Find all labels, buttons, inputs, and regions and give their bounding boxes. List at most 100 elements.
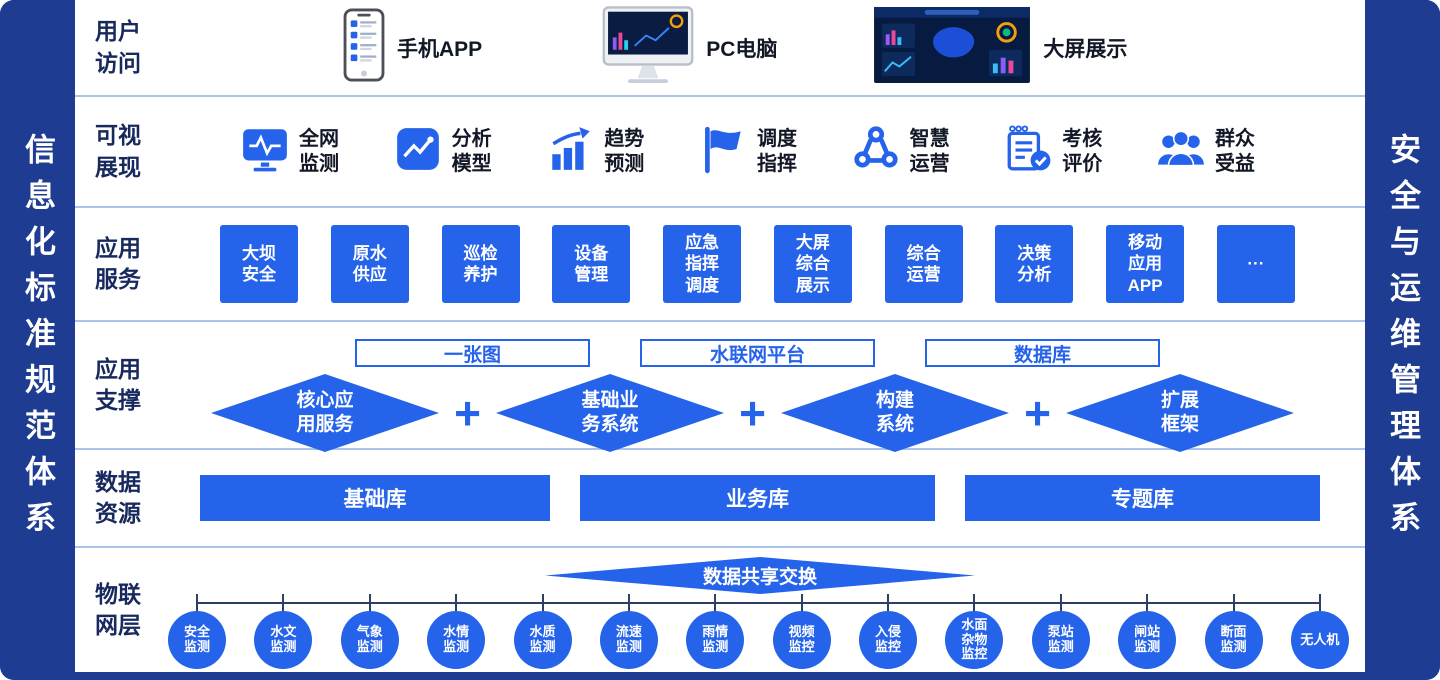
basic-business-diamond: 基础业 务系统	[496, 374, 724, 452]
iot-node-circle: 断面 监测	[1204, 611, 1263, 669]
iot-node-circle: 水文 监测	[254, 611, 313, 669]
app-service-tile: 应急 指挥 调度	[663, 225, 742, 303]
visual-item-smart-operation: 智慧 运营	[851, 124, 950, 179]
connector-tick	[368, 594, 371, 611]
bigscreen-item: 大屏展示	[873, 7, 1127, 88]
diamond-label: 基础业 务系统	[581, 390, 639, 435]
iot-node-circle: 水质 监测	[513, 611, 572, 669]
iot-node-label: 入侵 监控	[874, 624, 901, 654]
diamond-label: 构建 系统	[875, 390, 914, 435]
row-label-app-services: 应用 服务	[95, 234, 141, 292]
business-db-bar: 业务库	[580, 475, 935, 521]
app-service-tile: 大屏 综合 展示	[773, 225, 852, 303]
extension-framework-diamond: 扩展 框架	[1066, 374, 1294, 452]
iot-node-label: 无人机	[1300, 631, 1340, 647]
connector-tick	[1318, 594, 1321, 611]
connector-tick	[1146, 594, 1149, 611]
plus-sign: +	[1024, 387, 1051, 439]
bigscreen-dashboard-icon	[873, 7, 1031, 88]
plus-sign: +	[739, 387, 766, 439]
iot-node-label: 断面 监测	[1220, 624, 1247, 654]
iot-node-label: 安全 监测	[183, 624, 210, 654]
thematic-db-bar: 专题库	[965, 475, 1320, 521]
row-app-support: 应用 支撑 一张图 水联网平台 数据库 核心应 用服务 + 基础业 务系统 + …	[75, 322, 1365, 452]
visual-display-content: 全网 监测 分析 模型 趋势 预测	[157, 97, 1365, 206]
app-service-tile: 移动 应用 APP	[1106, 225, 1185, 303]
app-service-tile: 巡检 养护	[441, 225, 520, 303]
app-service-tile: 决策 分析	[995, 225, 1074, 303]
build-system-diamond: 构建 系统	[781, 374, 1009, 452]
row-visual-display: 可视 展现 全网 监测 分析 模型	[75, 97, 1365, 208]
iot-node-label: 视频 监控	[788, 624, 815, 654]
trend-bars-icon	[545, 124, 595, 179]
connector-tick	[196, 594, 198, 611]
iot-node-circle: 视频 监控	[772, 611, 831, 669]
line-chart-icon	[393, 124, 443, 179]
connector-tick	[887, 594, 889, 611]
app-service-tile: 综合 运营	[884, 225, 963, 303]
iot-node-circle: 气象 监测	[340, 611, 399, 669]
iot-node-list: 安全 监测 水文 监测 气象 监测	[157, 594, 1365, 669]
row-label-user-access: 用户 访问	[95, 18, 141, 76]
connector-tick	[627, 594, 630, 611]
iot-node: 水文 监测	[254, 594, 313, 669]
iot-node: 泵站 监测	[1031, 594, 1090, 669]
bigscreen-label: 大屏展示	[1043, 37, 1128, 61]
mobile-app-item: 手机APP	[343, 8, 482, 87]
row-label-app-support: 应用 支撑	[95, 355, 141, 413]
visual-item-label: 趋势 预测	[604, 127, 645, 175]
iot-node: 雨情 监测	[686, 594, 745, 669]
network-nodes-icon	[851, 124, 901, 179]
connector-tick	[1232, 594, 1235, 611]
visual-item-label: 群众 受益	[1214, 127, 1255, 175]
iot-node-circle: 入侵 监控	[859, 611, 917, 669]
one-map-box: 一张图	[355, 339, 590, 367]
iot-node-circle: 泵站 监测	[1031, 611, 1090, 669]
iot-node: 气象 监测	[340, 594, 399, 669]
iot-node-label: 闸站 监测	[1134, 624, 1161, 654]
core-services-diamond: 核心应 用服务	[211, 374, 439, 452]
visual-item-dispatch-command: 调度 指挥	[698, 124, 797, 179]
iot-node-label: 气象 监测	[356, 624, 383, 654]
iot-node: 水面 杂物 监控	[945, 594, 1004, 669]
iot-node: 水质 监测	[513, 594, 572, 669]
people-group-icon	[1156, 124, 1206, 179]
visual-item-label: 分析 模型	[451, 127, 492, 175]
water-iot-platform-box: 水联网平台	[640, 339, 875, 367]
iot-node-label: 流速 监测	[615, 624, 642, 654]
visual-item-analysis-model: 分析 模型	[393, 124, 492, 179]
support-diamonds: 核心应 用服务 + 基础业 务系统 + 构建 系统 + 扩展 框架	[211, 374, 1294, 452]
flag-icon	[698, 124, 748, 179]
mobile-app-label: 手机APP	[397, 37, 483, 61]
iot-node: 视频 监控	[772, 594, 831, 669]
clipboard-check-icon	[1003, 124, 1053, 179]
iot-node-circle: 水情 监测	[427, 611, 486, 669]
pc-label: PC电脑	[706, 37, 778, 61]
diagram-body: 用户 访问 手机APP	[75, 0, 1365, 672]
visual-item-public-benefit: 群众 受益	[1156, 124, 1255, 179]
pc-item: PC电脑	[602, 6, 777, 89]
desktop-monitor-icon	[602, 6, 694, 89]
diamond-label: 扩展 框架	[1160, 390, 1199, 435]
iot-node: 入侵 监控	[859, 594, 917, 669]
connector-tick	[1059, 594, 1062, 611]
app-service-tile: 设备 管理	[552, 225, 631, 303]
visual-item-label: 调度 指挥	[756, 127, 797, 175]
app-service-tile: 大坝 安全	[220, 225, 298, 303]
row-app-services: 应用 服务 大坝 安全 原水 供应 巡检 养护 设备 管理 应急 指挥 调度 大…	[75, 208, 1365, 322]
iot-node: 闸站 监测	[1118, 594, 1177, 669]
iot-node-circle: 流速 监测	[599, 611, 658, 669]
basic-db-bar: 基础库	[200, 475, 550, 521]
iot-node-label: 水质 监测	[529, 624, 556, 654]
row-iot-layer: 物联 网层 数据共享交换 安全 监测 水文 监测	[75, 548, 1365, 672]
visual-item-assessment: 考核 评价	[1003, 124, 1102, 179]
iot-node: 水情 监测	[427, 594, 486, 669]
app-support-content: 一张图 水联网平台 数据库 核心应 用服务 + 基础业 务系统 + 构建 系统 …	[157, 322, 1365, 452]
row-label-visual-display: 可视 展现	[95, 122, 141, 180]
left-banner: 信息化标准规范体系	[0, 0, 75, 680]
plus-sign: +	[454, 387, 481, 439]
iot-node: 断面 监测	[1204, 594, 1263, 669]
visual-item-label: 考核 评价	[1062, 127, 1103, 175]
iot-node-label: 水情 监测	[443, 624, 470, 654]
